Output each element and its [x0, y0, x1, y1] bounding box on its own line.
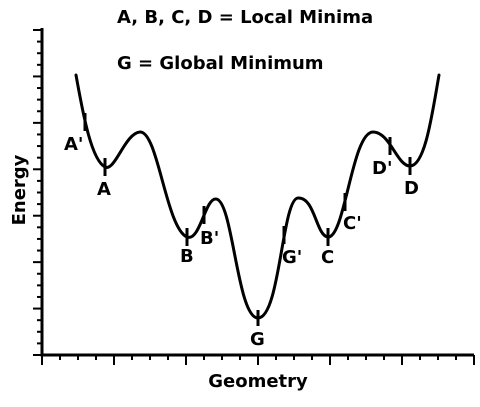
label-c: C [321, 247, 334, 268]
label-a: A [97, 179, 111, 200]
label-c-prime: C' [343, 213, 362, 234]
x-axis-ticks [41, 355, 475, 365]
label-a-prime: A' [64, 134, 83, 155]
label-b: B [180, 246, 194, 267]
y-axis-label: Energy [9, 154, 30, 225]
label-g-prime: G' [282, 247, 302, 268]
y-axis-ticks [33, 29, 42, 356]
x-axis-label: Geometry [208, 371, 308, 392]
label-g: G [250, 329, 265, 350]
energy-curve [74, 73, 441, 320]
label-b-prime: B' [200, 228, 219, 249]
title-line-2: G = Global Minimum [117, 53, 324, 74]
label-d: D [404, 178, 419, 199]
title-line-1: A, B, C, D = Local Minima [117, 7, 373, 28]
label-d-prime: D' [372, 158, 392, 179]
